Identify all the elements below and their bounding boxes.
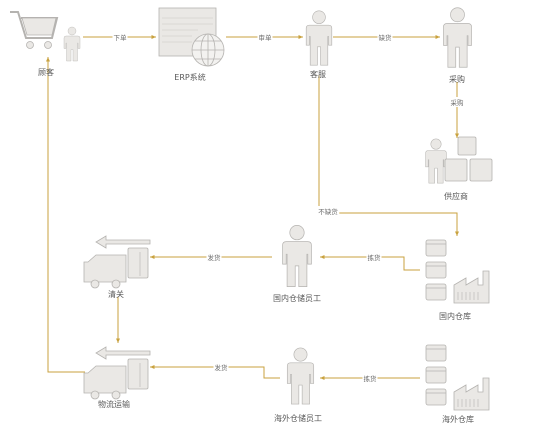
customer-label: 顾客 bbox=[38, 68, 54, 77]
overseas-factory-icon bbox=[453, 377, 490, 411]
service-label: 客服 bbox=[310, 70, 326, 79]
stacked-bins-icon bbox=[425, 239, 447, 301]
domestic-staff-person-icon bbox=[282, 224, 312, 288]
logistics-truck-icon bbox=[83, 346, 151, 400]
edge-label-overseas-pick: 拣货 bbox=[362, 373, 378, 383]
customs-label: 清关 bbox=[108, 290, 124, 299]
purchase-label: 采购 bbox=[449, 75, 465, 84]
edge-label-out-of-stock: 缺货 bbox=[377, 32, 393, 42]
edge-label-procure: 采购 bbox=[449, 97, 465, 107]
edge-label-domestic-pick: 拣货 bbox=[366, 252, 382, 262]
overseas-staff-label: 海外仓储员工 bbox=[274, 414, 322, 423]
edge-label-in-stock: 不缺货 bbox=[317, 206, 339, 216]
factory-icon bbox=[453, 270, 490, 304]
customer-person-icon bbox=[63, 26, 81, 62]
purchase-person-icon bbox=[443, 7, 472, 68]
boxes-icon bbox=[444, 136, 493, 182]
logistics-label: 物流运输 bbox=[98, 400, 130, 409]
edge-label-audit-order: 审单 bbox=[257, 32, 273, 42]
edge-label-place-order: 下单 bbox=[112, 32, 128, 42]
shopping-cart-icon bbox=[10, 11, 59, 49]
edge-label-domestic-ship: 发货 bbox=[206, 252, 222, 262]
globe-icon bbox=[191, 33, 225, 67]
overseas-warehouse-label: 海外仓库 bbox=[442, 415, 474, 424]
customs-truck-icon bbox=[83, 235, 151, 289]
edge-delivery-to-customer bbox=[46, 57, 85, 373]
supplier-label: 供应商 bbox=[444, 192, 468, 201]
overseas-stacked-bins-icon bbox=[425, 344, 447, 406]
edge-label-overseas-ship: 发货 bbox=[213, 362, 229, 372]
supplier-person-icon bbox=[425, 138, 447, 184]
edge-in-stock bbox=[318, 75, 459, 236]
erp-label: ERP系统 bbox=[174, 73, 206, 82]
domestic-warehouse-label: 国内仓库 bbox=[439, 312, 471, 321]
edge-domestic-pick bbox=[320, 255, 420, 271]
overseas-staff-person-icon bbox=[286, 347, 315, 405]
domestic-staff-label: 国内仓储员工 bbox=[273, 294, 321, 303]
service-person-icon bbox=[305, 10, 333, 66]
edge-overseas-ship bbox=[150, 365, 280, 379]
